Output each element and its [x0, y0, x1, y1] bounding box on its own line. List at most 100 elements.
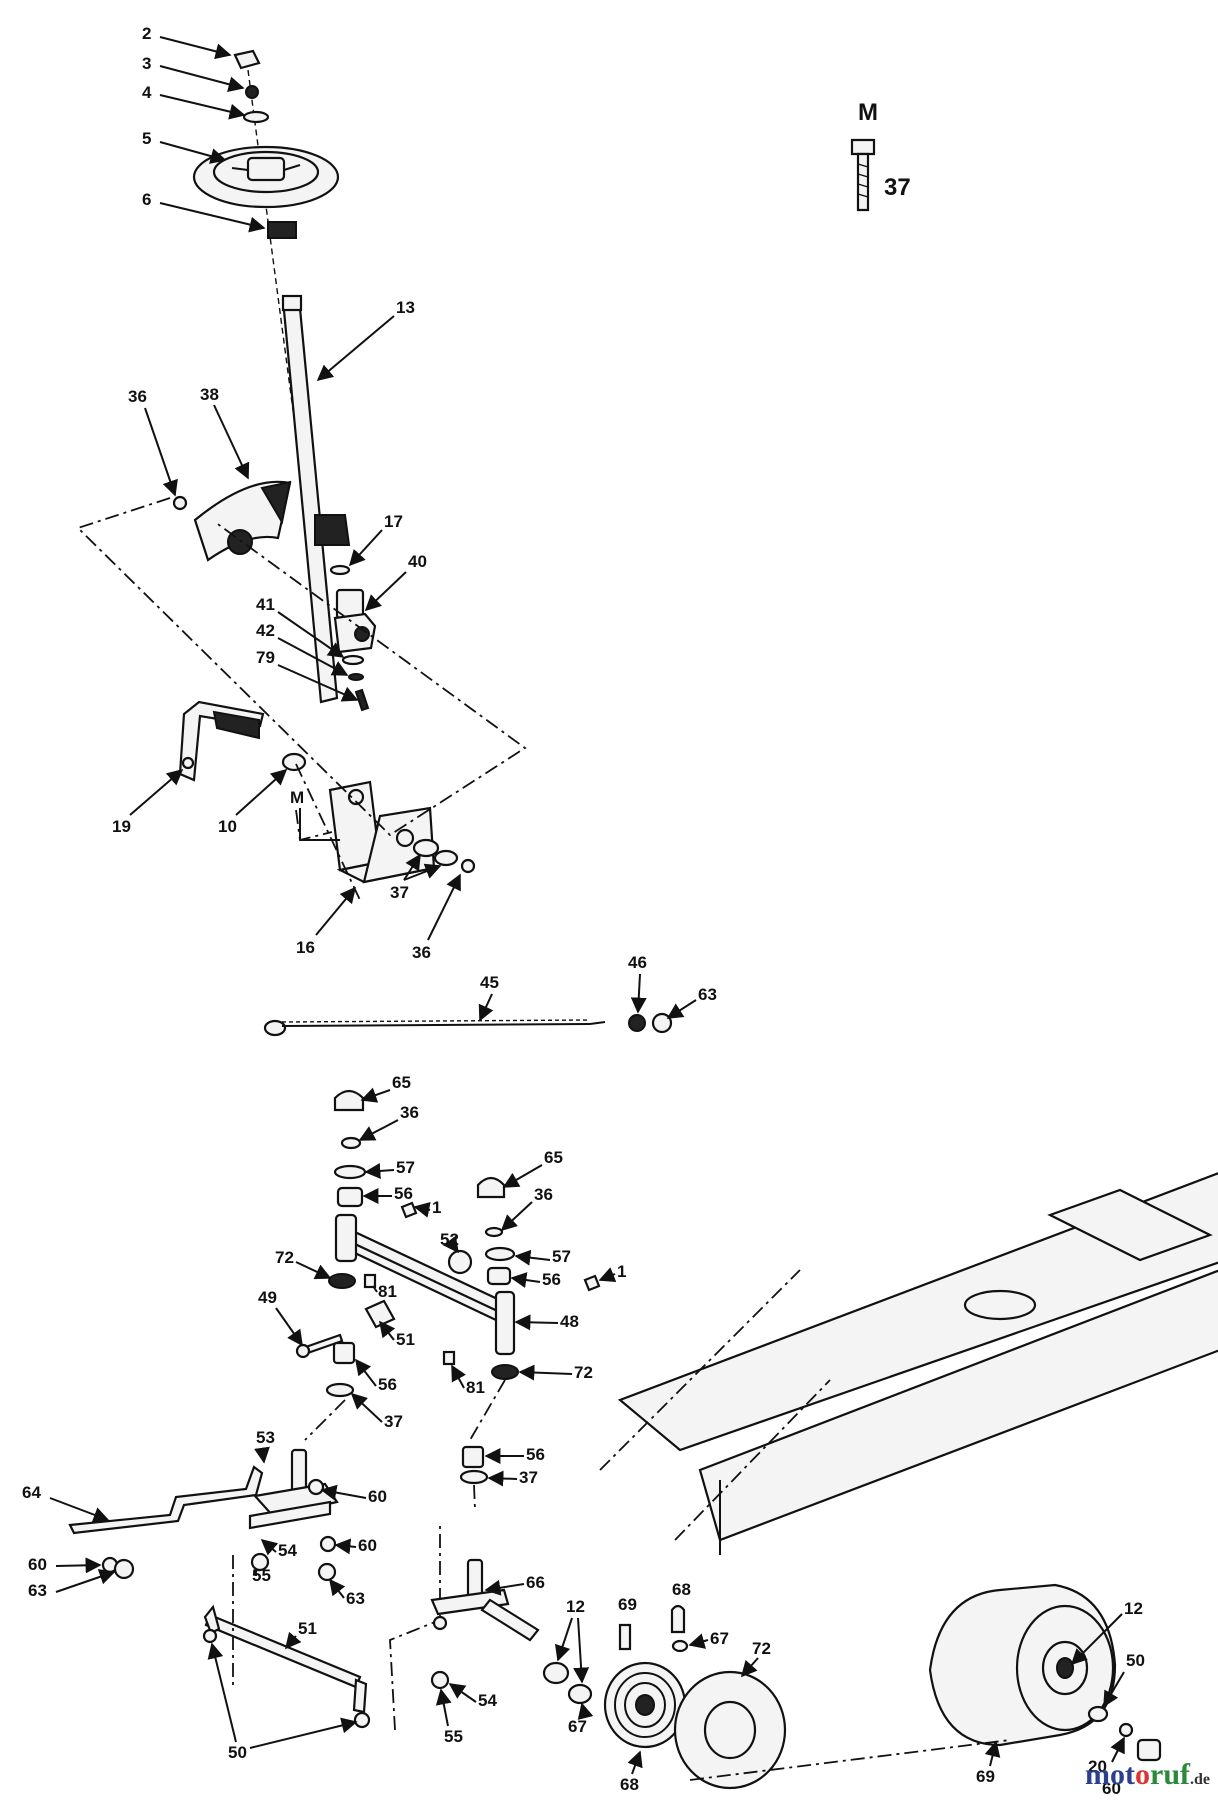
rear-tire [928, 1583, 1117, 1747]
callout-16: 16 [296, 938, 315, 957]
bushing [461, 1445, 485, 1469]
bushing [267, 221, 297, 239]
steering-assembly [76, 49, 527, 901]
grease-fitting [618, 1623, 632, 1651]
callout-1-a: 1 [432, 1198, 441, 1217]
watermark-part-4: .de [1190, 1771, 1210, 1788]
callout-66: 69 [618, 1595, 637, 1614]
tractor-frame [599, 1172, 1218, 1781]
watermark-part-2: o [1135, 1758, 1150, 1791]
cable [263, 1019, 606, 1037]
cap [333, 1089, 365, 1112]
nut [651, 1012, 673, 1034]
clip [353, 1711, 371, 1729]
callout-50-left: 57 [396, 1158, 415, 1177]
bushing [332, 1341, 356, 1365]
grease-fitting [400, 1201, 418, 1219]
callout-69: 69 [976, 1767, 995, 1786]
callout-35: 42 [256, 621, 275, 640]
washer [491, 1364, 519, 1380]
washer [433, 849, 459, 867]
callout-48: 53 [256, 1428, 275, 1447]
callout-57-mid: 63 [346, 1589, 365, 1608]
pin [442, 1350, 456, 1366]
clip [202, 1628, 218, 1644]
axle-assembly [295, 1089, 601, 1511]
callout-12-right: 12 [1124, 1599, 1143, 1618]
callout-20-axle: 36 [400, 1103, 419, 1122]
pinion-gear [314, 514, 351, 546]
callout-5: 5 [142, 129, 151, 148]
legend-group-label: M [858, 99, 878, 126]
washer [567, 1683, 593, 1705]
callout-63-right: 65 [544, 1148, 563, 1167]
spindle-right [430, 1558, 540, 1690]
callout-56-c: 60 [28, 1555, 47, 1574]
callout-51-label: 51 [298, 1619, 317, 1638]
callout-21-top: 37 [390, 883, 409, 902]
callout-50-low: 50 [1126, 1651, 1145, 1670]
callout-19: 19 [112, 817, 131, 836]
drag-bar[interactable] [202, 1604, 371, 1729]
sector-gear[interactable] [193, 480, 292, 562]
callout-55: 64 [22, 1483, 41, 1502]
watermark-part-1: mot [1085, 1758, 1135, 1791]
washer [430, 1670, 450, 1690]
clip [172, 495, 188, 511]
callout-81-a: 81 [378, 1282, 397, 1301]
callout-49: 66 [526, 1573, 545, 1592]
callout-21-low: 37 [519, 1468, 538, 1487]
callout-M-bracket: M [290, 788, 304, 807]
callout-33: 40 [408, 552, 427, 571]
bushing [281, 752, 307, 772]
callout-54-a: 56 [394, 1184, 413, 1203]
callout-68: 68 [620, 1775, 639, 1794]
steering-wheel[interactable] [192, 145, 340, 209]
callout-42: 49 [258, 1288, 277, 1307]
washer [341, 654, 365, 666]
callout-57-top: 63 [698, 985, 717, 1004]
callout-1-b: 1 [617, 1262, 626, 1281]
callout-36: 45 [480, 973, 499, 992]
callout-10: 10 [218, 817, 237, 836]
spindle-left [248, 1448, 339, 1582]
callout-20-mid: 36 [412, 943, 431, 962]
callout-54-b: 56 [542, 1270, 561, 1289]
callout-53-b: 55 [444, 1727, 463, 1746]
watermark-logo: motoruf.de [1085, 1758, 1210, 1792]
callout-38: 46 [628, 953, 647, 972]
callout-52-a: 54 [278, 1541, 297, 1560]
steering-cap [233, 49, 261, 70]
tie-rod[interactable] [68, 1465, 264, 1580]
pin [363, 1273, 377, 1289]
axle-beam [338, 1223, 508, 1317]
front-tire [673, 1670, 787, 1790]
nut [317, 1562, 337, 1582]
callout-12-left: 12 [566, 1597, 585, 1616]
drag-link[interactable] [178, 700, 265, 782]
callout-20-top: 36 [128, 387, 147, 406]
steering-shaft [281, 294, 339, 704]
callout-40: 48 [560, 1312, 579, 1331]
callout-17: 17 [384, 512, 403, 531]
callout-76-right: 72 [574, 1363, 593, 1382]
grease-fitting [670, 1604, 686, 1634]
cap [1136, 1738, 1162, 1762]
nut [250, 1552, 270, 1572]
washer [329, 564, 351, 576]
clip [484, 1226, 504, 1238]
callout-56-b: 60 [358, 1536, 377, 1555]
pin [354, 688, 370, 712]
callout-20-low: 20 [1088, 1757, 1107, 1776]
callout-21-mid: 37 [384, 1412, 403, 1431]
watermark-part-3: ruf [1150, 1758, 1190, 1791]
callout-76-left: 72 [275, 1248, 294, 1267]
callout-13: 13 [396, 298, 415, 317]
clip [1118, 1722, 1134, 1738]
bushing [486, 1266, 512, 1286]
callout-72: 72 [752, 1639, 771, 1658]
callout-67-label: 67 [568, 1717, 587, 1736]
callout-22: 38 [200, 385, 219, 404]
callout-46: 52 [440, 1230, 459, 1249]
